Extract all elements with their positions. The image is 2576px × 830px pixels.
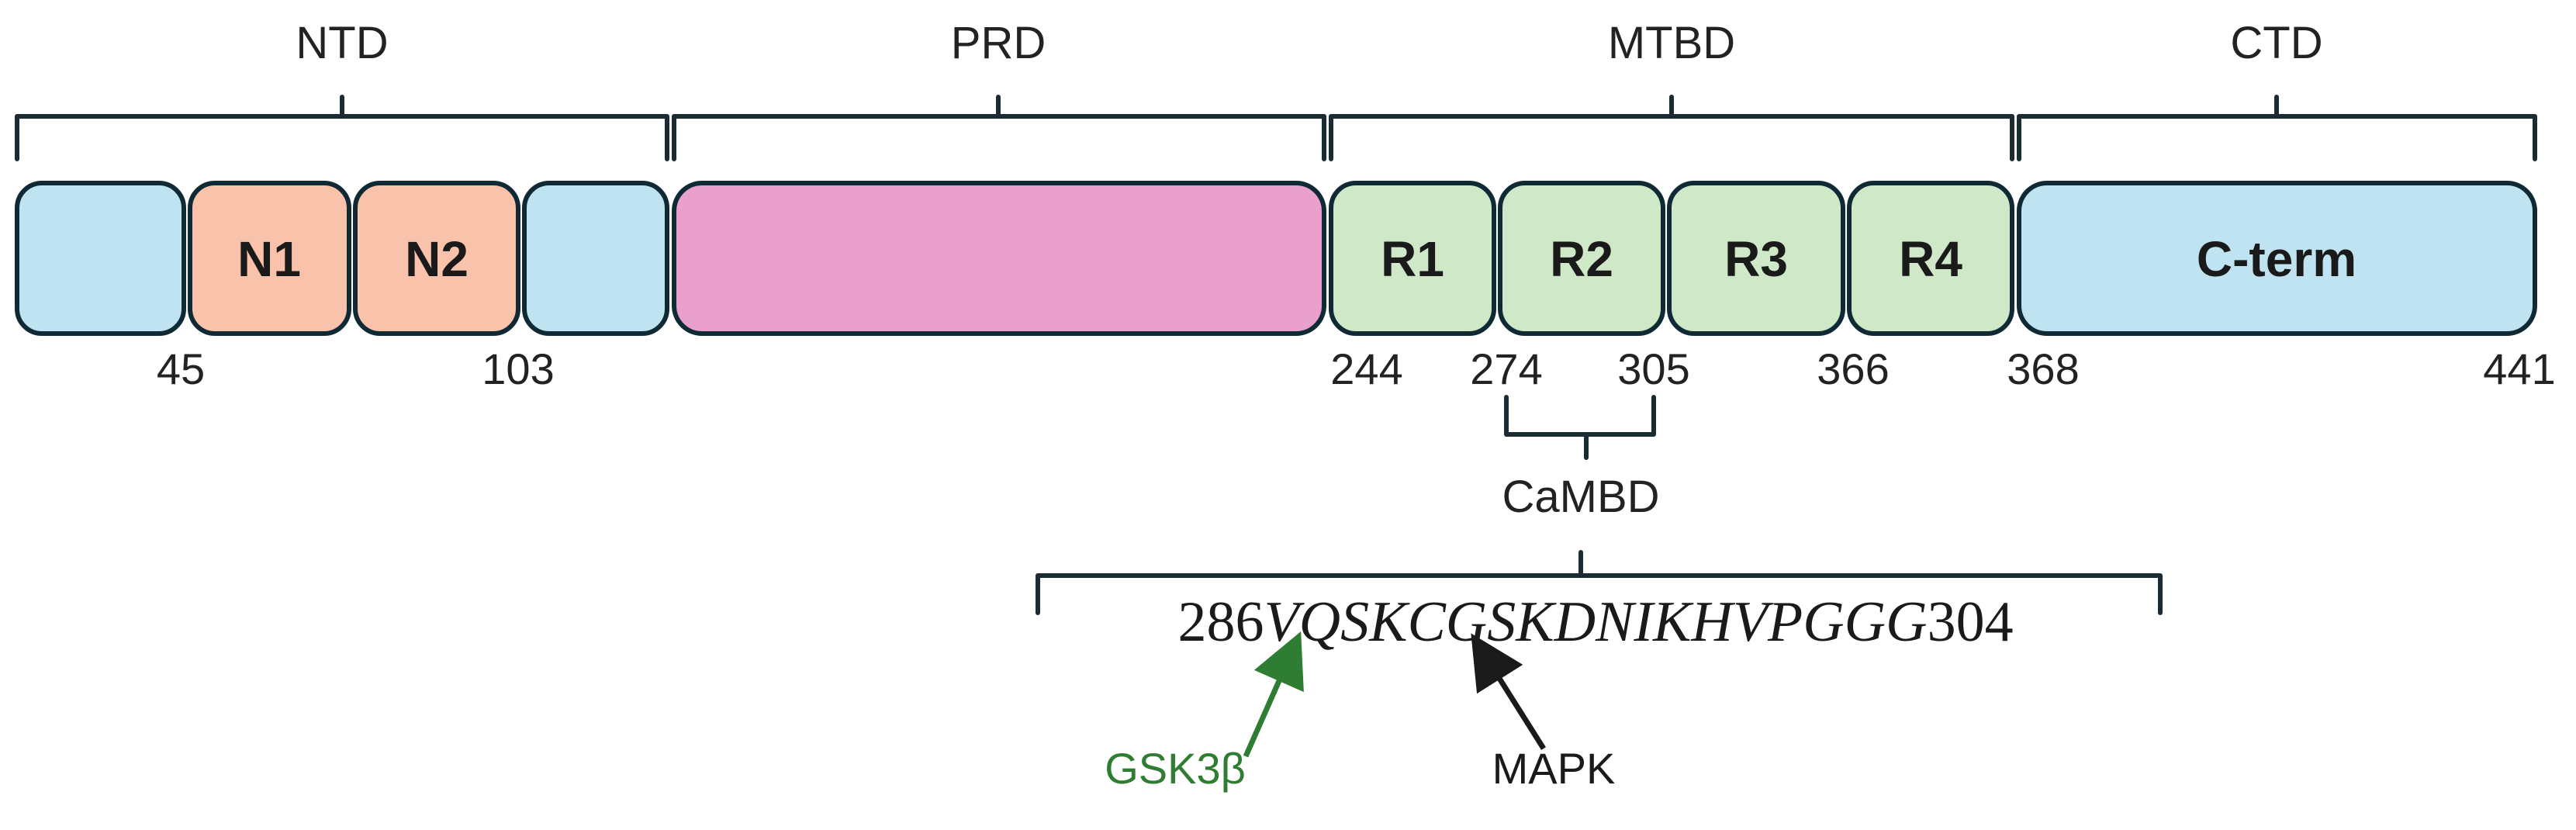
r1-segment <box>1329 181 1496 336</box>
sequence-end: 304 <box>1928 590 2014 654</box>
prd-label: PRD <box>951 18 1046 68</box>
r3-segment <box>1667 181 1845 336</box>
r2-segment <box>1498 181 1665 336</box>
sequence-start: 286 <box>1177 590 1264 654</box>
ctd-label: CTD <box>2230 18 2322 68</box>
n1-segment <box>188 181 351 336</box>
sequence-brace <box>1036 550 2163 615</box>
cterm-segment <box>2017 181 2537 336</box>
n1-label: N1 <box>237 231 301 287</box>
r1-label: R1 <box>1381 231 1444 287</box>
position-45: 45 <box>157 344 205 393</box>
n2-label: N2 <box>405 231 469 287</box>
ntd-brace <box>15 95 669 161</box>
protein-bar <box>15 181 2537 336</box>
position-368: 368 <box>2007 344 2079 393</box>
ntd-end-segment <box>522 181 669 336</box>
gsk3b-label: GSK3β <box>1105 744 1246 793</box>
position-441: 441 <box>2483 344 2555 393</box>
ctd-brace <box>2017 95 2537 161</box>
cambd-brace <box>1504 395 1656 460</box>
mapk-arrow <box>1471 633 1546 750</box>
position-366: 366 <box>1817 344 1889 393</box>
position-103: 103 <box>482 344 554 393</box>
sequence-text: 286VQSKCGSKDNIKHVPGGG304 <box>1177 590 2013 654</box>
r2-label: R2 <box>1550 231 1613 287</box>
sequence-residues: VQSKCGSKDNIKHVPGGG <box>1264 590 1927 654</box>
ntd-start-segment <box>15 181 186 336</box>
r4-segment <box>1847 181 2014 336</box>
position-305: 305 <box>1617 344 1689 393</box>
position-274: 274 <box>1470 344 1542 393</box>
gsk3b-arrow <box>1243 631 1304 758</box>
prd-segment <box>672 181 1326 336</box>
n2-segment <box>353 181 520 336</box>
cterm-label: C-term <box>2197 231 2356 287</box>
ntd-label: NTD <box>296 18 388 68</box>
r3-label: R3 <box>1724 231 1788 287</box>
mtbd-brace <box>1329 95 2014 161</box>
r4-label: R4 <box>1899 231 1962 287</box>
position-244: 244 <box>1330 344 1402 393</box>
cambd-label: CaMBD <box>1502 472 1659 522</box>
mapk-label: MAPK <box>1492 744 1616 793</box>
mtbd-label: MTBD <box>1608 18 1735 68</box>
prd-brace <box>672 95 1326 161</box>
